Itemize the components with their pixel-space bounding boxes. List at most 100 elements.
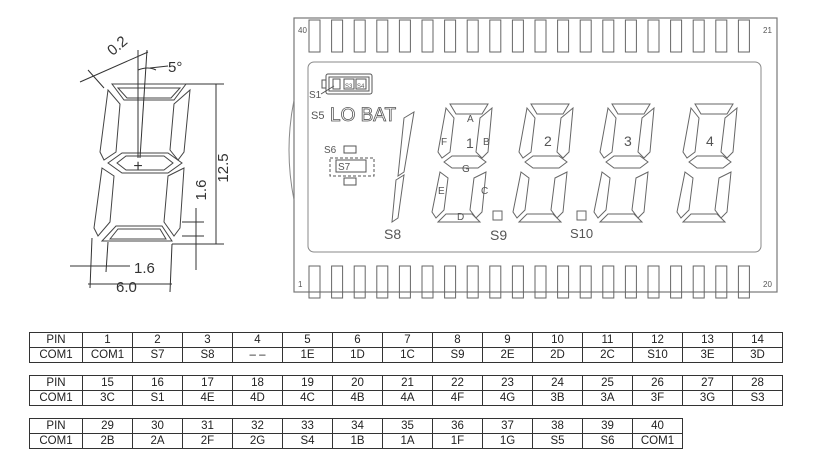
dim-angle-label: 5° xyxy=(168,59,182,76)
pin-cell: 11 xyxy=(582,332,633,348)
lcd-pin xyxy=(692,19,705,53)
com-cell: 3D xyxy=(732,347,783,363)
lcd-pin xyxy=(647,265,660,299)
com-cell: S1 xyxy=(132,390,183,406)
dim-height-label: 12.5 xyxy=(215,153,232,182)
com-cell: 3B xyxy=(532,390,583,406)
pin-cell: PIN xyxy=(29,375,83,391)
com-cell: 1F xyxy=(432,433,483,449)
pin-cell: 4 xyxy=(232,332,283,348)
seg-b-label: B xyxy=(483,137,490,148)
pin-cell: 37 xyxy=(482,418,533,434)
pin-cell: 10 xyxy=(532,332,583,348)
lcd-pin xyxy=(466,19,479,53)
com-cell: S3 xyxy=(732,390,783,406)
com-cell: COM1 xyxy=(29,390,83,406)
pin-cell: 39 xyxy=(582,418,633,434)
lcd-pin xyxy=(466,265,479,299)
pin-cell: 3 xyxy=(182,332,233,348)
lcd-pin xyxy=(647,19,660,53)
s7-label: S7 xyxy=(338,162,351,173)
corner-label-top-left: 40 xyxy=(298,26,307,35)
com-cell: S7 xyxy=(132,347,183,363)
lcd-pin xyxy=(670,265,683,299)
pin-cell: 38 xyxy=(532,418,583,434)
pin-cell: 28 xyxy=(732,375,783,391)
lcd-pin xyxy=(398,265,411,299)
lcd-pin xyxy=(444,265,457,299)
com-cell: – – xyxy=(232,347,283,363)
seg-g-label: G xyxy=(462,164,470,175)
com-cell: 4E xyxy=(182,390,233,406)
lcd-pin xyxy=(715,265,728,299)
com-cell: COM1 xyxy=(82,347,133,363)
pin-cell: 15 xyxy=(82,375,133,391)
com-cell: 4B xyxy=(332,390,383,406)
com-cell: 3A xyxy=(582,390,633,406)
com-cell: 4G xyxy=(482,390,533,406)
lcd-digit-4 xyxy=(676,103,738,223)
detail-center-mark: + xyxy=(133,158,142,175)
corner-label-bottom-left: 1 xyxy=(298,280,303,289)
pin-cell: 14 xyxy=(732,332,783,348)
pin-cell: 33 xyxy=(282,418,333,434)
pin-table-2: PIN 15 16 17 18 19 20 21 22 23 24 25 26 … xyxy=(29,375,783,406)
lcd-pin xyxy=(579,265,592,299)
pin-cell: 8 xyxy=(432,332,483,348)
com-cell: 1A xyxy=(382,433,433,449)
seg-a-label: A xyxy=(467,114,474,125)
digit-1-label: 1 xyxy=(466,135,474,151)
pin-cell: 7 xyxy=(382,332,433,348)
lcd-pin xyxy=(376,19,389,53)
pin-cell: 6 xyxy=(332,332,383,348)
com-cell: 1D xyxy=(332,347,383,363)
pin-cell: 29 xyxy=(82,418,133,434)
pin-cell: 32 xyxy=(232,418,283,434)
lcd-pin xyxy=(331,19,344,53)
pin-cell: 1 xyxy=(82,332,133,348)
lcd-pin xyxy=(602,265,615,299)
lcd-pin xyxy=(534,265,547,299)
lcd-pin xyxy=(444,19,457,53)
pin-cell: PIN xyxy=(29,418,83,434)
pin-row: PIN 15 16 17 18 19 20 21 22 23 24 25 26 … xyxy=(29,375,783,391)
com-cell: COM1 xyxy=(29,347,83,363)
pin-cell: 25 xyxy=(582,375,633,391)
pin-cell: 36 xyxy=(432,418,483,434)
pin-cell: 9 xyxy=(482,332,533,348)
pin-cell: 27 xyxy=(682,375,733,391)
lcd-pin xyxy=(557,19,570,53)
pin-cell: 26 xyxy=(632,375,683,391)
pin-cell: 31 xyxy=(182,418,233,434)
s9-label: S9 xyxy=(490,227,507,243)
pin-cell: 19 xyxy=(282,375,333,391)
detail-digit-segments xyxy=(93,83,191,242)
lcd-panel: 40 21 1 20 S3 S4 S1 S5 LO BAT S6 S7 S8 xyxy=(288,17,778,299)
pin-cell: 16 xyxy=(132,375,183,391)
lcd-pin xyxy=(715,19,728,53)
lcd-pin xyxy=(602,19,615,53)
com-cell: 1G xyxy=(482,433,533,449)
com-cell: 3C xyxy=(82,390,133,406)
pin-table-3: PIN 29 30 31 32 33 34 35 36 37 38 39 40 … xyxy=(29,418,683,449)
lcd-pin xyxy=(421,265,434,299)
lcd-glass-outline xyxy=(293,17,778,293)
com-cell: COM1 xyxy=(29,433,83,449)
lcd-pin xyxy=(308,19,321,53)
lcd-digit-1 xyxy=(431,103,493,223)
pin-cell: 13 xyxy=(682,332,733,348)
com-cell: 2D xyxy=(532,347,583,363)
digit-detail: + 0.2 5° 12.5 1.6 1.6 6.0 xyxy=(70,33,232,296)
s3-label: S3 xyxy=(345,84,353,90)
pin-cell: 30 xyxy=(132,418,183,434)
lcd-pin xyxy=(353,19,366,53)
lcd-pin xyxy=(670,19,683,53)
lcd-pin xyxy=(579,19,592,53)
seg-e-label: E xyxy=(438,186,445,197)
com-cell: 2E xyxy=(482,347,533,363)
seg-c-label: C xyxy=(481,186,488,197)
com-cell: 4F xyxy=(432,390,483,406)
com-cell: 3G xyxy=(682,390,733,406)
pin-row-bottom xyxy=(308,265,750,299)
s8-label: S8 xyxy=(384,226,401,242)
